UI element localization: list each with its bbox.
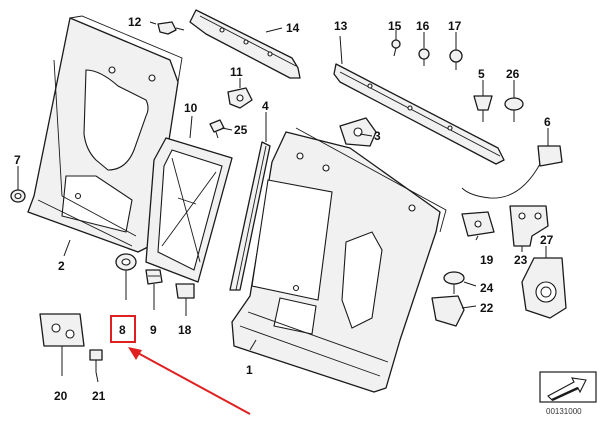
label-part-8: 8 [119,323,126,337]
label-part-27: 27 [540,233,554,247]
part-3-latch [339,117,377,147]
label-part-21: 21 [92,389,106,403]
highlight-box-part-8 [110,315,136,343]
label-part-15: 15 [388,19,402,33]
label-part-19: 19 [480,253,494,267]
part-23-hinge-bracket [509,205,549,247]
red-pointer-arrow [128,347,251,415]
part-24-push-rivet [443,271,465,294]
part-10-inner-frame [145,137,233,283]
part-25-screw [209,119,225,139]
label-part-25: 25 [234,123,248,137]
part-1-right-backrest-frame [231,127,447,393]
label-part-7: 7 [14,153,21,167]
leader-lines [17,21,549,383]
part-14-long-rail [189,9,301,79]
label-part-23: 23 [514,253,528,267]
part-7-grommet [10,189,26,203]
label-part-24: 24 [480,281,494,295]
part-labels: 12 14 13 15 16 17 11 5 26 10 4 25 3 6 7 … [14,15,554,403]
part-12-clip [157,21,185,35]
label-part-13: 13 [334,19,348,33]
label-part-10: 10 [184,101,198,115]
part-17-screw [449,49,463,70]
part-9-bolt [145,269,163,285]
label-part-17: 17 [448,19,462,33]
label-part-14: 14 [286,21,300,35]
label-part-1: 1 [246,363,253,377]
part-19-lock [461,211,495,237]
label-part-3: 3 [374,129,381,143]
part-11-bracket [227,87,253,109]
label-part-16: 16 [416,19,430,33]
corner-badge: 00131000 [539,371,597,416]
label-part-18: 18 [178,323,192,337]
part-6-cable-release [461,145,563,199]
document-number: 00131000 [546,407,582,416]
label-part-12: 12 [128,15,142,29]
part-27-trim-cover [521,257,567,319]
label-part-4: 4 [262,99,269,113]
part-21-bolt [89,349,103,372]
label-part-2: 2 [58,259,65,273]
part-2-left-backrest-frame [27,15,183,253]
part-20-hinge [39,313,85,347]
label-part-6: 6 [544,115,551,129]
part-5-clip [473,95,493,122]
part-8-grommet [115,253,137,271]
part-22-bracket [431,295,465,327]
label-part-26: 26 [506,67,520,81]
label-part-22: 22 [480,301,494,315]
part-18-clip [175,283,195,299]
forward-arrow-icon [547,377,587,402]
label-part-20: 20 [54,389,68,403]
part-26-push-clip [504,97,524,122]
part-16-screw [418,48,430,66]
label-part-9: 9 [150,323,157,337]
part-4-strip [229,141,271,291]
label-part-11: 11 [230,65,243,79]
part-13-long-rail [333,63,505,165]
label-part-5: 5 [478,67,485,81]
part-15-screw [391,39,401,57]
